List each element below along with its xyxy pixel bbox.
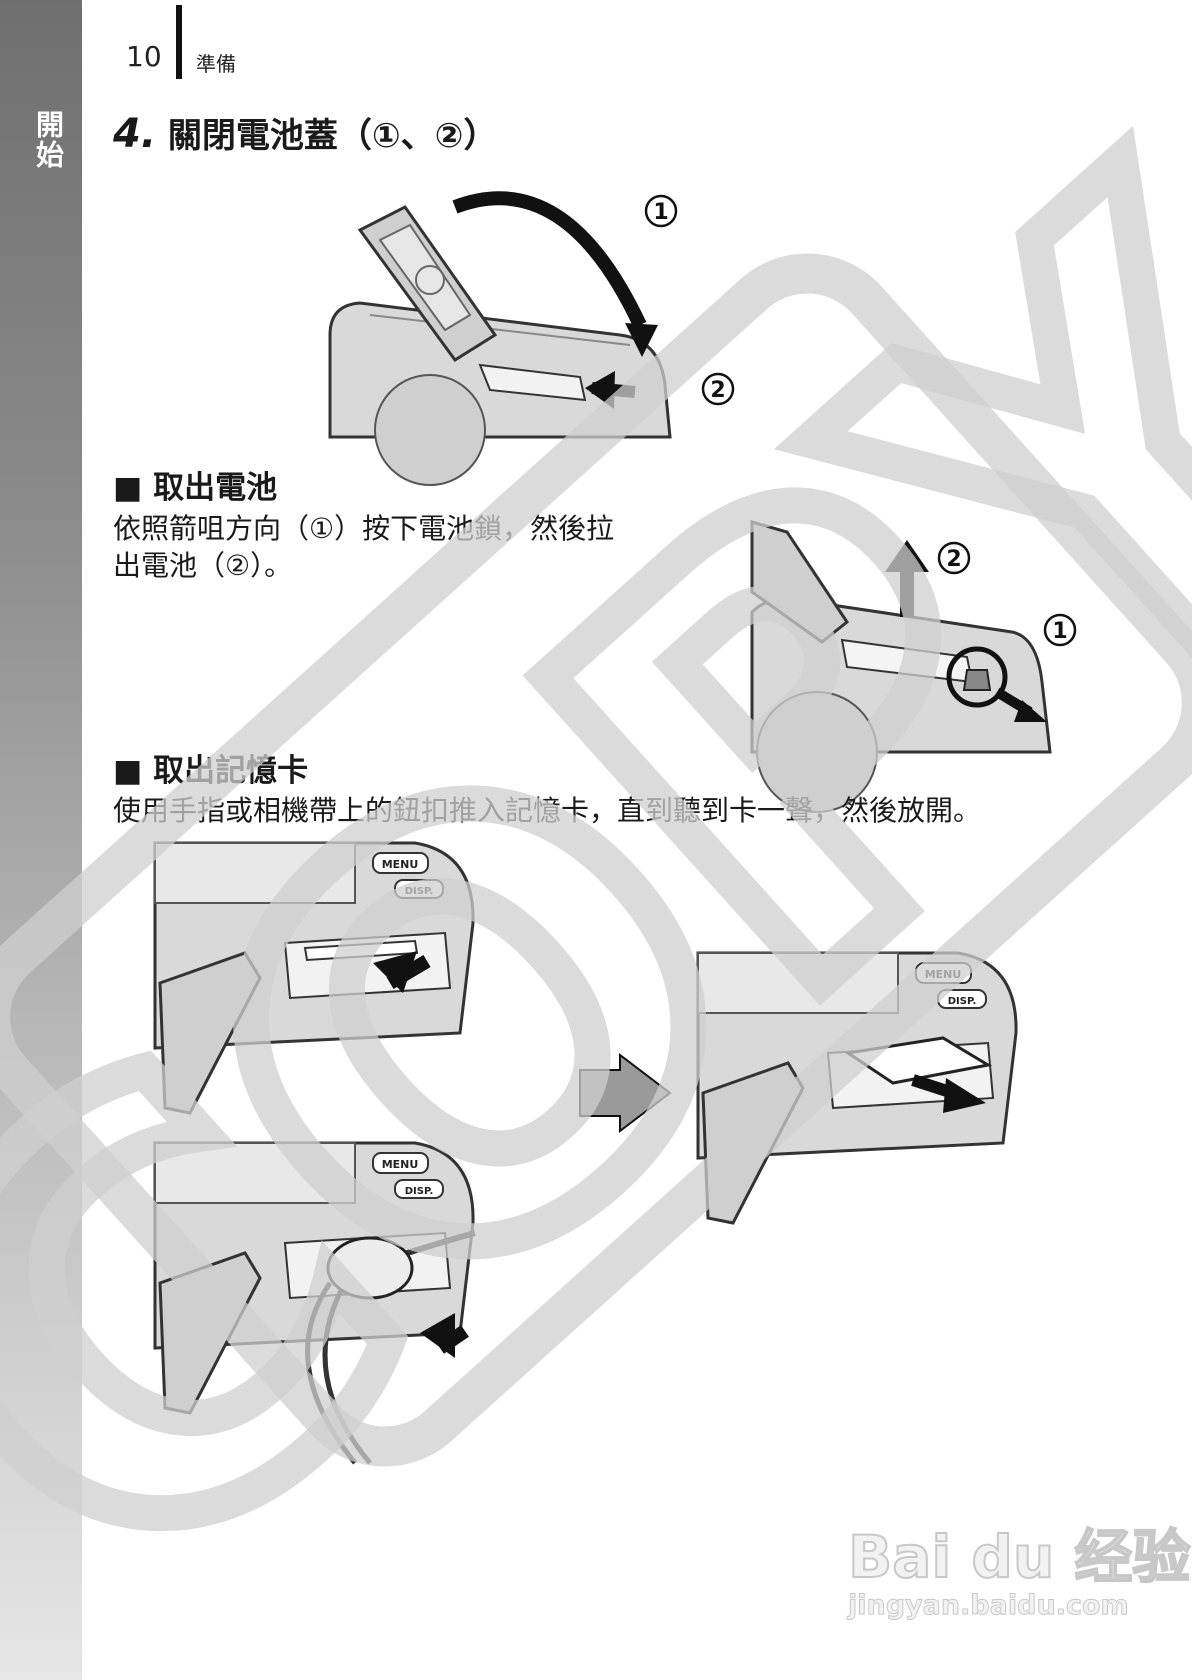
menu-button-label: MENU (382, 858, 419, 871)
baidu-logo-main: Bai du 经验 (847, 1522, 1191, 1592)
side-tab-label: 開始 (32, 110, 65, 170)
section-name: 準備 (196, 52, 236, 76)
battery-callout-2-label: 2 (946, 547, 961, 572)
baidu-logo: Bai du 经验 jingyan.baidu.com (847, 1510, 1191, 1622)
step-title-text: 關閉電池蓋（①、②） (167, 116, 498, 156)
push-card-strap-illustration: MENU DISP. (153, 1141, 476, 1465)
step-number: 4. (113, 111, 157, 157)
remove-battery-text: 依照箭咀方向（①）按下電池鎖，然後拉 出電池（②）。 (113, 510, 614, 584)
push-card-illustration: MENU DISP. (153, 841, 475, 1115)
remove-battery-text-line-2: 出電池（②）。 (113, 549, 293, 582)
callout-1: 1 (644, 194, 678, 228)
remove-battery-illustration (750, 520, 1052, 813)
card-ejected-illustration: MENU DISP. (696, 951, 1018, 1225)
callout-1-label: 1 (653, 200, 668, 225)
strap-menu-button-label: MENU (382, 1158, 419, 1171)
battery-callout-1: 1 (1043, 613, 1077, 647)
battery-callout-2: 2 (937, 541, 971, 575)
remove-battery-heading: ■ 取出電池 (113, 470, 278, 506)
baidu-logo-sub: jingyan.baidu.com (848, 1590, 1130, 1622)
callout-2-label: 2 (710, 378, 725, 403)
strap-disp-button-label: DISP. (405, 1186, 434, 1197)
transition-arrow (579, 1052, 672, 1134)
remove-card-heading: ■ 取出記憶卡 (113, 753, 309, 789)
header-divider (176, 5, 182, 79)
remove-card-text: 使用手指或相機帶上的鈕扣推入記憶卡，直到聽到卡一聲，然後放開。 (113, 794, 982, 827)
remove-battery-text-line-1: 依照箭咀方向（①）按下電池鎖，然後拉 (113, 512, 615, 545)
side-tab: 開始 (0, 0, 82, 1680)
ejected-menu-button-label: MENU (925, 968, 962, 981)
disp-button-label: DISP. (405, 886, 434, 897)
page-number: 10 (126, 40, 162, 73)
battery-callout-1-label: 1 (1052, 619, 1067, 644)
step-4-title: 4. 關閉電池蓋（①、②） (113, 108, 497, 157)
callout-2: 2 (701, 372, 735, 406)
ejected-disp-button-label: DISP. (948, 996, 977, 1007)
